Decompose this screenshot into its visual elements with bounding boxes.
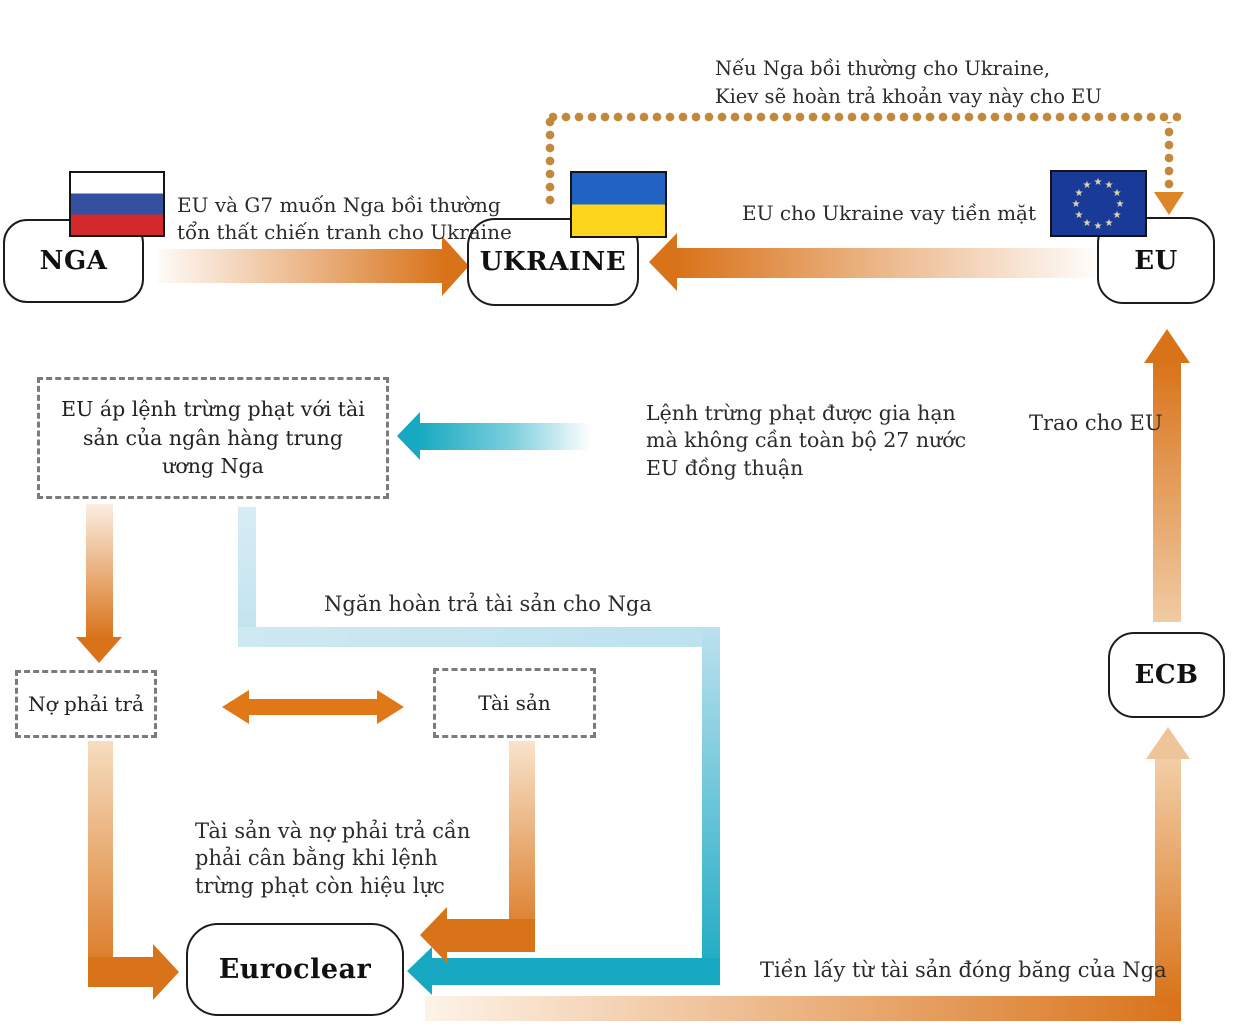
node-euroclear: Euroclear — [186, 923, 404, 1016]
arrow-eu-to-ukraine-shaft — [677, 248, 1095, 278]
annotation-block-return: Ngăn hoàn trả tài sản cho Nga — [324, 592, 652, 616]
svg-text:★: ★ — [1116, 199, 1125, 210]
dotted-path-left-vertical — [543, 117, 557, 205]
eu-flag-icon: ★★★ ★★★ ★★★ ★★★ — [1050, 170, 1147, 237]
arrow-liabilities-assets-left-head-icon — [222, 690, 249, 724]
dashed-box-assets-label: Tài sản — [478, 691, 551, 715]
svg-text:★: ★ — [1083, 218, 1092, 229]
arrow-assets-to-euroclear-horizontal — [446, 919, 535, 952]
arrow-ecb-to-eu-shaft — [1153, 361, 1181, 622]
arrow-sanctions-to-liabilities-head-icon — [76, 637, 122, 663]
annotation-war-comp-line2: tổn thất chiến tranh cho Ukraine — [177, 220, 512, 244]
arrow-ecb-to-eu-head-icon — [1144, 329, 1190, 363]
dashed-box-sanctions: EU áp lệnh trừng phạt với tài sản của ng… — [37, 377, 389, 499]
arrow-assets-to-euroclear-vertical — [509, 741, 535, 952]
arrow-liabilities-to-euroclear-head-icon — [153, 944, 179, 1000]
svg-text:★: ★ — [1094, 177, 1103, 188]
node-ukraine-label: UKRAINE — [479, 247, 627, 277]
annotation-balance-line3: trừng phạt còn hiệu lực — [195, 873, 445, 898]
annotation-sanction-renew-line1: Lệnh trừng phạt được gia hạn — [646, 401, 956, 425]
annotation-loan-repay-line1: Nếu Nga bồi thường cho Ukraine, — [715, 57, 1051, 80]
arrow-assets-to-euroclear-head-icon — [420, 907, 447, 963]
annotation-balance-line1: Tài sản và nợ phải trả cần — [195, 819, 471, 843]
block-return-path-vertical-left — [238, 507, 256, 629]
arrow-liabilities-to-euroclear-horizontal — [88, 957, 155, 987]
arrow-sanction-renew-head-icon — [397, 412, 420, 460]
russia-flag-icon — [69, 171, 165, 237]
arrow-euroclear-to-ecb-horizontal — [425, 996, 1181, 1021]
node-ecb-label: ECB — [1134, 660, 1199, 690]
svg-text:★: ★ — [1113, 188, 1122, 199]
svg-text:★: ★ — [1075, 188, 1084, 199]
arrow-sanctions-to-liabilities-shaft — [86, 504, 113, 638]
dashed-box-liabilities: Nợ phải trả — [15, 670, 157, 738]
arrow-liabilities-to-euroclear-vertical — [88, 741, 113, 987]
node-ecb: ECB — [1108, 632, 1225, 718]
dashed-box-assets: Tài sản — [433, 668, 596, 738]
block-return-path-horizontal-top — [238, 627, 720, 647]
dotted-path-arrowhead-down-icon — [1154, 192, 1184, 215]
annotation-loan-repay-line2: Kiev sẽ hoàn trả khoản vay này cho EU — [715, 84, 1102, 108]
annotation-war-comp: EU và G7 muốn Nga bồi thường tổn thất ch… — [177, 192, 512, 246]
annotation-loan-repay: Nếu Nga bồi thường cho Ukraine, Kiev sẽ … — [715, 55, 1102, 110]
annotation-sanction-renew: Lệnh trừng phạt được gia hạn mà không cầ… — [646, 400, 966, 482]
block-return-path-vertical-right — [702, 627, 720, 985]
svg-text:★: ★ — [1083, 180, 1092, 191]
arrow-block-return-to-euroclear-shaft — [431, 958, 720, 985]
dashed-box-sanctions-text: EU áp lệnh trừng phạt với tài sản của ng… — [61, 396, 365, 479]
svg-text:★: ★ — [1105, 180, 1114, 191]
arrow-sanction-renew-shaft — [419, 423, 591, 450]
node-russia-label: NGA — [39, 246, 108, 276]
annotation-frozen-money: Tiền lấy từ tài sản đóng băng của Nga — [760, 958, 1167, 982]
arrow-eu-to-ukraine-head-icon — [649, 233, 677, 291]
svg-text:★: ★ — [1105, 218, 1114, 229]
arrow-nga-to-ukraine-head-icon — [442, 236, 469, 296]
annotation-balance: Tài sản và nợ phải trả cần phải cân bằng… — [195, 818, 470, 900]
annotation-eu-loan: EU cho Ukraine vay tiền mặt — [742, 201, 1037, 225]
dashed-box-liabilities-label: Nợ phải trả — [28, 692, 144, 716]
arrow-euroclear-to-ecb-head-icon — [1146, 727, 1190, 759]
annotation-sanction-renew-line3: EU đồng thuận — [646, 455, 804, 480]
svg-text:★: ★ — [1113, 210, 1122, 221]
node-eu-label: EU — [1134, 245, 1178, 276]
annotation-balance-line2: phải cân bằng khi lệnh — [195, 846, 438, 871]
annotation-war-comp-line1: EU và G7 muốn Nga bồi thường — [177, 193, 501, 217]
arrow-liabilities-assets-right-head-icon — [377, 690, 404, 724]
ukraine-flag-icon — [570, 171, 667, 238]
arrow-liabilities-assets-shaft — [247, 699, 379, 715]
arrow-euroclear-to-ecb-vertical — [1155, 756, 1181, 1002]
dotted-path-top-horizontal — [549, 110, 1181, 124]
node-euroclear-label: Euroclear — [218, 954, 372, 985]
annotation-sanction-renew-line2: mà không cần toàn bộ 27 nước — [646, 428, 967, 453]
svg-text:★: ★ — [1075, 210, 1084, 221]
dotted-path-right-vertical — [1162, 122, 1176, 194]
arrow-nga-to-ukraine-shaft — [158, 249, 444, 283]
annotation-give-eu: Trao cho EU — [1029, 411, 1163, 435]
svg-text:★: ★ — [1094, 221, 1103, 232]
svg-text:★: ★ — [1072, 199, 1081, 210]
